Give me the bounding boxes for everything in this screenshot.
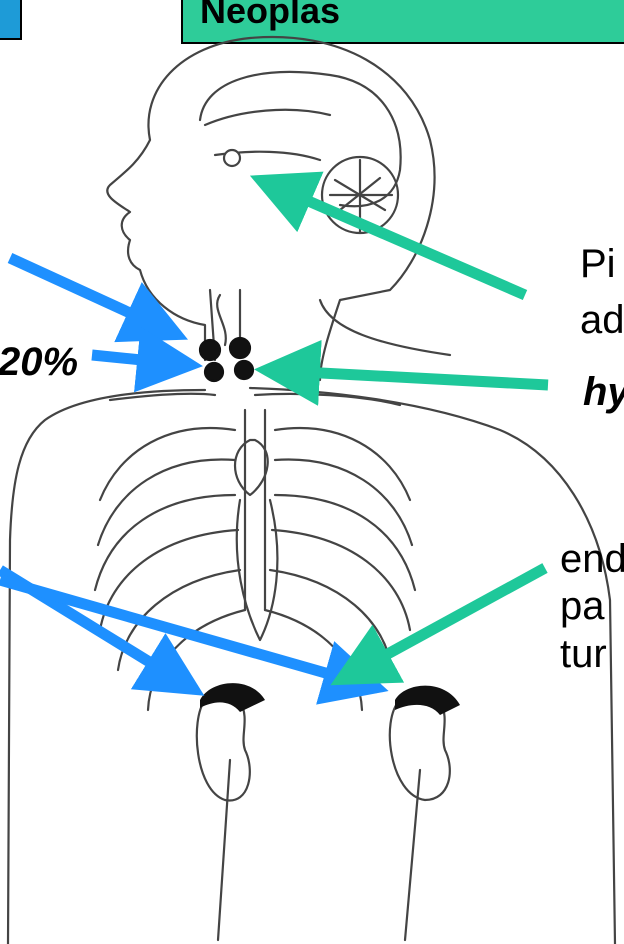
blue-arrow-parathyroid-lower (92, 355, 192, 365)
right-kidney (390, 700, 450, 800)
label-pancreas-line1: end (560, 535, 624, 583)
left-kidney (197, 700, 250, 800)
blue-arrow-right-adrenal (0, 580, 378, 688)
label-pancreas-line3: tur (560, 630, 607, 678)
parathyroid-glands (200, 338, 253, 381)
left-adrenal-gland (200, 683, 265, 712)
label-percent: 20% (0, 338, 78, 386)
label-pituitary-line1: Pi (580, 240, 616, 288)
label-pancreas-line2: pa (560, 582, 605, 630)
heart (235, 440, 268, 495)
label-hyperplasia: hy (583, 368, 624, 416)
torso-outline (8, 390, 205, 944)
right-adrenal-gland (395, 686, 460, 715)
green-arrow-hyperplasia (265, 370, 548, 385)
green-arrow-pancreas (340, 568, 545, 680)
pituitary-gland (224, 150, 240, 166)
green-arrow-pituitary (260, 180, 525, 295)
label-pituitary-line2: ad (580, 296, 624, 344)
